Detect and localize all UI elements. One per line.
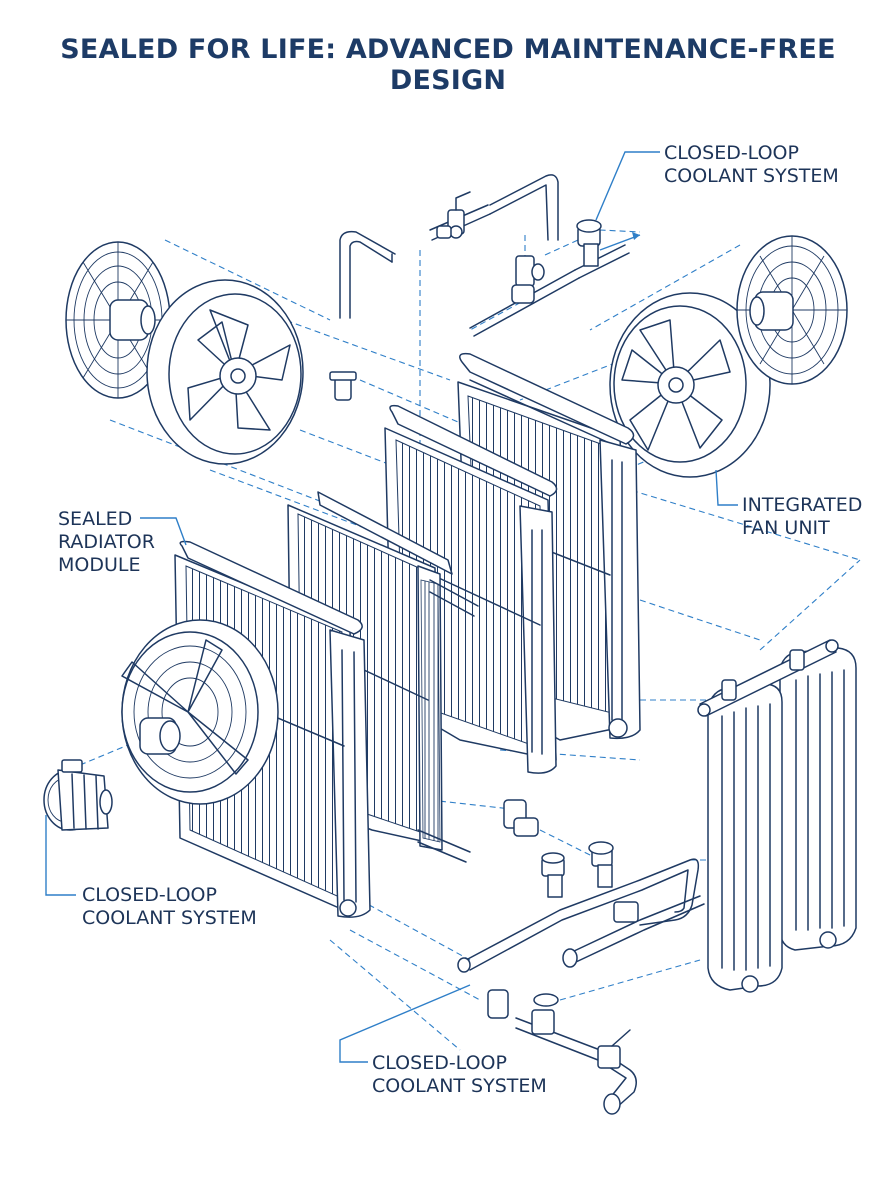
label-integrated-fan-unit: INTEGRATED FAN UNIT (742, 494, 863, 539)
label-coolant-system-top: CLOSED-LOOP COOLANT SYSTEM (664, 142, 839, 187)
fan-guard-top-right (736, 235, 848, 385)
label-coolant-system-bottom: CLOSED-LOOP COOLANT SYSTEM (372, 1052, 547, 1097)
label-leader-lines (45, 151, 738, 1063)
top-coolant-pipes (329, 174, 641, 401)
fan-guard-top-left (65, 241, 171, 399)
diagram-title: SEALED FOR LIFE: ADVANCED MAINTENANCE-FR… (60, 34, 836, 96)
label-sealed-radiator-module: SEALED RADIATOR MODULE (58, 508, 155, 576)
label-coolant-system-left: CLOSED-LOOP COOLANT SYSTEM (82, 884, 257, 929)
fan-shroud-top-right (609, 292, 771, 478)
side-radiator-pair (697, 639, 857, 993)
bottom-coolant-pipes (457, 799, 705, 1115)
mounted-fan-front (121, 619, 279, 805)
pump-motor (43, 759, 113, 831)
fan-shroud-top-left (146, 279, 304, 465)
